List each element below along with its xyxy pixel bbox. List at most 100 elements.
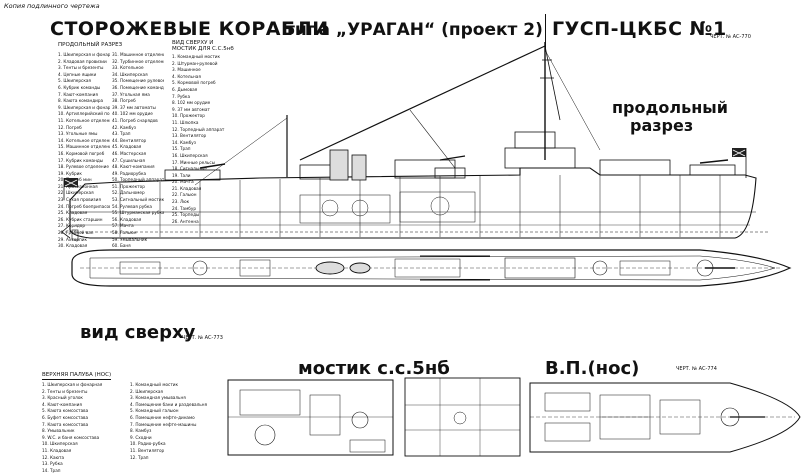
legend-item: 4. Помещение бани и раздевальня <box>130 401 208 407</box>
top-view-heading-1: ВИД СВЕРХУ И <box>172 40 214 46</box>
legend-item: 10. Радио-рубка <box>130 441 166 447</box>
legend-item: 17. Кубрик команды <box>58 157 104 163</box>
legend-item: 11. Кладовая <box>42 447 72 453</box>
legend-item: 32. Турбинное отделение <box>112 58 164 64</box>
top-view-drawing-number: ЧЕРТ. № АС-773 <box>182 335 223 341</box>
side-section-heading: ПРОДОЛЬНЫЙ РАЗРЕЗ <box>58 42 123 48</box>
legend-item: 10. Артиллерийский погреб <box>58 111 110 117</box>
legend-item: 2. Кладовая провизии <box>58 58 107 64</box>
legend-item: 23. Люк <box>172 199 190 205</box>
legend-item: 9. Шкиперская и фонарная <box>58 104 110 110</box>
top-view-label: вид сверху <box>80 322 196 343</box>
legend-item: 26. Кубрик старшин <box>58 216 103 222</box>
legend-item: 11. Вентилятор <box>130 447 165 453</box>
legend-item: 2. Штурман-рулевой <box>172 60 218 66</box>
legend-item: 35. Помещение рулевое <box>112 78 164 84</box>
legend-item: 31. Машинное отделение <box>112 52 164 57</box>
deck-section-heading: ВЕРХНЯЯ ПАЛУБА (НОС) <box>42 372 112 380</box>
legend-item: 8. 102 мм орудие <box>172 100 211 106</box>
legend-item: 10. Прожектор <box>172 113 205 119</box>
legend-item: 54. Рулевая рубка <box>112 203 152 209</box>
title-divider <box>545 14 546 50</box>
legend-item: 25. Торпеды <box>172 212 200 218</box>
legend-item: 45. Кладовая <box>112 144 142 150</box>
title-org: ГУСП-ЦКБС №1 <box>552 18 727 40</box>
legend-item: 38. Погреб <box>112 98 136 104</box>
legend-item: 1. Командный мостик <box>130 382 179 387</box>
legend-item: 9. 37 мм автомат <box>172 106 210 112</box>
side-section-label-1: продольный <box>612 98 728 117</box>
legend-item: 8. Камбуз <box>130 428 152 434</box>
legend-item: 12. Торпедный аппарат <box>172 126 225 132</box>
legend-item: 13. Вентилятор <box>172 133 207 139</box>
legend-item: 7. Кают-компания <box>58 91 98 97</box>
legend-item: 7. Помещение нефте-машины <box>130 421 197 427</box>
legend-item: 19. Тали <box>172 172 191 178</box>
legend-item: 23. Сухая провизия <box>58 197 101 203</box>
legend-item: 16. Кормовой погреб <box>58 150 105 156</box>
legend-item: 59. Умывальник <box>112 236 148 242</box>
legend-item: 12. Погреб <box>58 124 82 130</box>
bridge-label: мостик с.с.5нб <box>298 358 450 379</box>
legend-item: 1. Шкиперская и фонарная <box>58 52 110 57</box>
legend-item: 47. Сушильная <box>112 157 145 163</box>
legend-item: 5. Шкиперская <box>58 78 91 84</box>
legend-item: 4. Кают-компания <box>42 401 82 407</box>
legend-item: 6. Помещение нефте-динамо <box>130 414 195 420</box>
legend-item: 21. Кладовая <box>172 185 202 191</box>
legend-item: 33. Котельное <box>112 65 144 71</box>
legend-item: 15. Машинное отделение <box>58 144 110 150</box>
legend-item: 6. Дымовая <box>172 86 198 92</box>
legend-item: 15. Трап <box>172 146 191 152</box>
legend-item: 7. Каюта комсостава <box>42 421 89 427</box>
legend-item: 48. Кают-компания <box>112 164 155 170</box>
legend-item: 36. Помещение командира <box>112 84 164 90</box>
legend-item: 49. Радиорубка <box>112 170 147 176</box>
legend-item: 10. Шкиперская <box>42 441 78 447</box>
legend-item: 40. 102 мм орудие <box>112 111 153 117</box>
legend-item: 3. Командная умывальня <box>130 395 186 401</box>
legend-item: 53. Сигнальный мостик <box>112 197 164 203</box>
legend-item: 41. Погреб снарядов <box>112 117 158 123</box>
bow-drawing-number: ЧЕРТ. № АС-774 <box>676 366 717 372</box>
legend-item: 9. W.C. и баня комсостава <box>42 434 100 440</box>
legend-item: 56. Кладовая <box>112 216 142 222</box>
legend-item: 46. Мастерская <box>112 150 147 156</box>
legend-item: 5. Кормовой погреб <box>172 80 216 86</box>
legend-item: 2. Шкиперская <box>130 388 163 394</box>
legend-item: 5. Каюта комсостава <box>42 408 89 414</box>
legend-item: 11. Котельное отделение <box>58 117 110 123</box>
legend-item: 37. Угольная яма <box>112 91 150 97</box>
legend-item: 50. Торпедный аппарат <box>112 177 164 183</box>
legend-item: 52. Дальномер <box>112 190 145 196</box>
legend-item: 13. Рубка <box>42 461 63 467</box>
legend-item: 8. Каюта командира <box>58 98 104 104</box>
drawing-number-top: ЧЕРТ. № АС-770 <box>710 34 751 40</box>
legend-item: 6. Кубрик команды <box>58 84 101 90</box>
legend-item: 11. Шлюпка <box>172 119 199 125</box>
legend-item: 18. Сигнальные <box>172 166 207 172</box>
legend-item: 18. Рулевое отделение <box>58 164 109 170</box>
legend-item: 12. Каюта <box>42 454 65 460</box>
side-section-label-2: разрез <box>630 116 694 135</box>
legend-item: 4. Цепные ящики <box>58 71 97 77</box>
legend-item: 57. Мачта <box>112 223 134 229</box>
legend-item: 42. Камбуз <box>112 124 136 130</box>
legend-item: 22. Гальюн <box>172 192 197 198</box>
legend-item: 19. Кубрик <box>58 170 82 176</box>
legend-item: 5. Командный гальюн <box>130 408 179 414</box>
legend-item: 20. Мачта <box>172 179 194 185</box>
title-main: СТОРОЖЕВЫЕ КОРАБЛИ <box>50 18 329 40</box>
legend-item: 26. Антенна <box>172 218 199 224</box>
legend-item: 8. Умывальник <box>42 428 75 434</box>
bow-deck-label: В.П.(нос) <box>545 358 640 379</box>
legend-item: 1. Шкиперская и фонарная <box>42 382 103 387</box>
legend-item: 55. Штурманская рубка <box>112 210 164 216</box>
legend-item: 14. Камбуз <box>172 139 196 145</box>
legend-item: 30. Кладовая <box>58 243 88 249</box>
legend-item: 4. Котельная <box>172 73 201 79</box>
